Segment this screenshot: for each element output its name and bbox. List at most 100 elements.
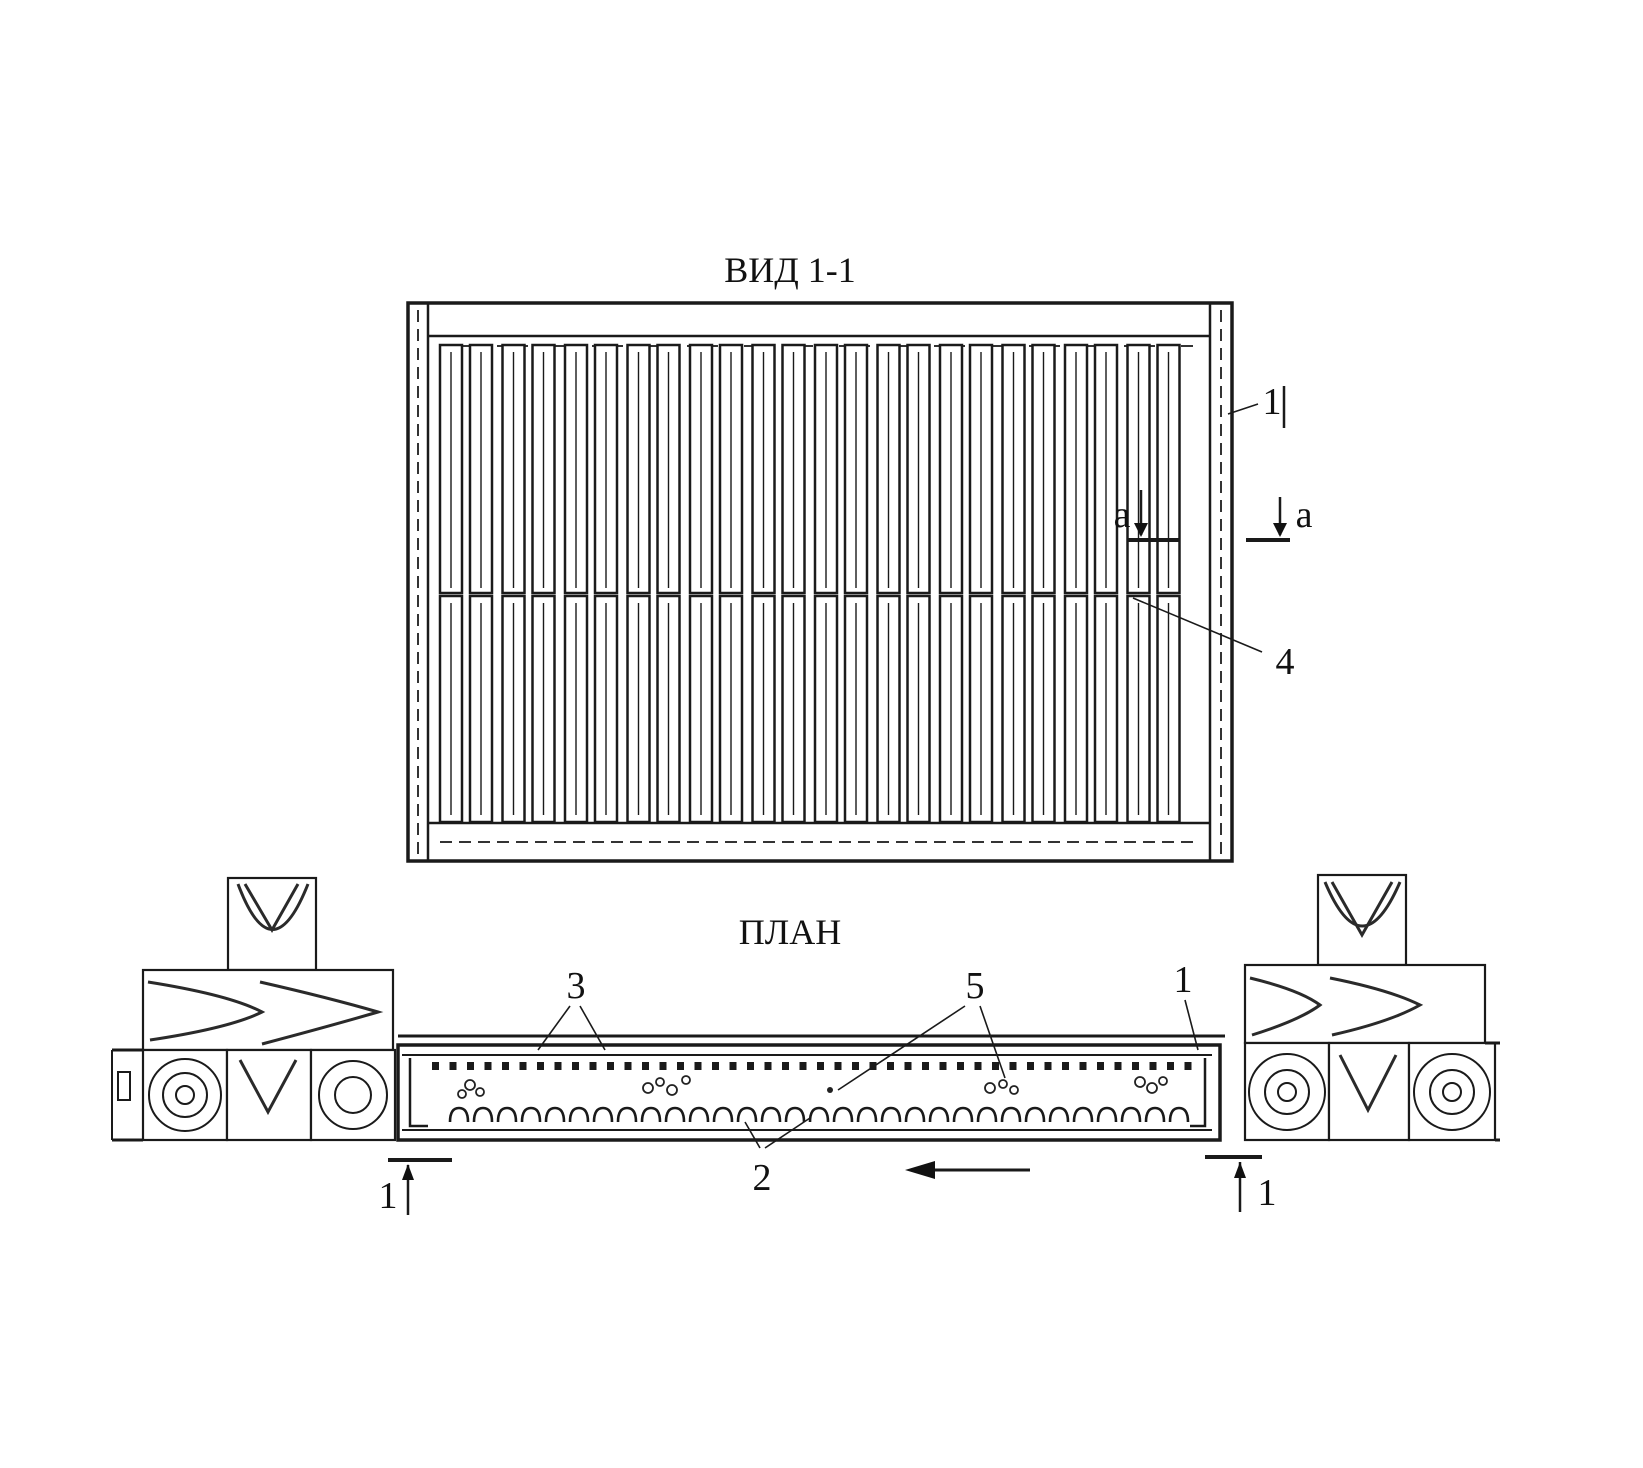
section-label-left: 1 <box>379 1175 398 1217</box>
plan-label-2-leader-b <box>764 1117 811 1149</box>
view-title: ВИД 1-1 <box>724 250 856 290</box>
stud <box>1097 1062 1104 1070</box>
section-arrow-head <box>402 1164 414 1180</box>
tube-loop <box>784 1106 806 1123</box>
wood-grain <box>1329 976 1424 1037</box>
bubble <box>681 1075 691 1085</box>
exchanger-studs-row <box>432 1062 1192 1070</box>
stud <box>834 1062 842 1070</box>
plan-label-5-leader-b <box>979 1005 1006 1079</box>
stud <box>799 1062 807 1070</box>
bubble <box>1134 1076 1146 1088</box>
stud <box>922 1062 929 1070</box>
stud <box>659 1062 667 1070</box>
wood-grain <box>259 980 384 1046</box>
left-log-side <box>225 1048 313 1142</box>
left-log-row <box>141 968 395 1052</box>
view-label-1: 1 <box>1263 381 1282 423</box>
right-log-end-2 <box>1407 1041 1497 1142</box>
wood-grain <box>238 1059 298 1116</box>
wood-grain <box>1323 881 1402 928</box>
exchanger-left-bracket <box>408 1058 428 1128</box>
tube-loop <box>688 1106 710 1123</box>
tube-loop <box>1024 1106 1046 1123</box>
tube-loop <box>904 1106 926 1123</box>
stud <box>1079 1062 1087 1070</box>
section-mark-left: 1 <box>379 1158 452 1217</box>
wood-grain <box>1330 881 1394 939</box>
stud <box>502 1062 509 1070</box>
bubble <box>475 1087 485 1097</box>
stud <box>572 1062 579 1070</box>
stud <box>694 1062 702 1070</box>
stud <box>1167 1062 1174 1070</box>
stud <box>432 1062 439 1070</box>
plan-label-5-leader-a <box>837 1005 966 1091</box>
tube-loop <box>1048 1106 1070 1123</box>
stud <box>1149 1062 1157 1070</box>
tube-loop <box>592 1106 614 1123</box>
right-wood-stack <box>1243 873 1500 1142</box>
plan-label-1-leader <box>1184 999 1199 1051</box>
section-a-arrow-left-head <box>1134 523 1148 537</box>
section-a-label-right: а <box>1296 494 1313 536</box>
tube-loop <box>568 1106 590 1123</box>
stud <box>589 1062 597 1070</box>
log-ring <box>162 1072 208 1118</box>
tube-loop <box>664 1106 686 1123</box>
left-rail-clip <box>117 1071 131 1101</box>
tube-loop <box>1168 1106 1190 1123</box>
heat-exchanger-fins-upper <box>438 343 1181 595</box>
plan-label-3-leader-a <box>537 1005 571 1051</box>
bubble <box>1009 1085 1019 1095</box>
bubble <box>464 1079 476 1091</box>
wood-grain <box>1338 1054 1398 1114</box>
tube-loop <box>448 1106 470 1123</box>
plan-label-3: 3 <box>567 965 586 1007</box>
stud <box>1132 1062 1139 1070</box>
right-log-end-1 <box>1243 1041 1331 1142</box>
stud <box>1062 1062 1069 1070</box>
plan-label-2-leader-a <box>744 1121 761 1149</box>
tube-loop <box>1144 1106 1166 1123</box>
tube-loop <box>736 1106 758 1123</box>
view-label-4-leader <box>1132 597 1263 653</box>
stud <box>449 1062 457 1070</box>
exchanger-right-bracket <box>1190 1058 1207 1128</box>
section-arrow-head <box>1234 1162 1246 1178</box>
log-ring <box>1264 1069 1310 1115</box>
stud <box>1027 1062 1034 1070</box>
stud <box>554 1062 562 1070</box>
stud <box>992 1062 999 1070</box>
bubble <box>1158 1076 1168 1086</box>
log-ring <box>1277 1082 1297 1102</box>
tube-loop <box>1000 1106 1022 1123</box>
view-1-1: ВИД 1-1 1 а а 4 <box>406 250 1313 863</box>
tube-loop <box>1096 1106 1118 1123</box>
tube-loop <box>832 1106 854 1123</box>
stud <box>624 1062 632 1070</box>
view-label-4: 4 <box>1276 641 1295 683</box>
left-wood-stack <box>111 876 397 1142</box>
stud <box>974 1062 982 1070</box>
section-mark-right: 1 <box>1205 1155 1277 1214</box>
left-log-end-1 <box>141 1048 229 1142</box>
bubble-clusters <box>457 1075 1168 1099</box>
stud <box>957 1062 964 1070</box>
tube-loop <box>1120 1106 1142 1123</box>
log-ring <box>1413 1053 1491 1131</box>
tube-loop <box>616 1106 638 1123</box>
plan-label-2: 2 <box>753 1157 772 1199</box>
section-label-right: 1 <box>1258 1172 1277 1214</box>
plan-label-1: 1 <box>1174 959 1193 1001</box>
tube-loop <box>544 1106 566 1123</box>
tube-loop <box>1072 1106 1094 1123</box>
tube-loop <box>976 1106 998 1123</box>
stud <box>1184 1062 1192 1070</box>
tube-loop <box>496 1106 518 1123</box>
left-log-end-2 <box>309 1048 397 1142</box>
plan-label-3-leader-b <box>579 1005 606 1051</box>
stud <box>887 1062 894 1070</box>
bubble <box>1146 1082 1158 1094</box>
